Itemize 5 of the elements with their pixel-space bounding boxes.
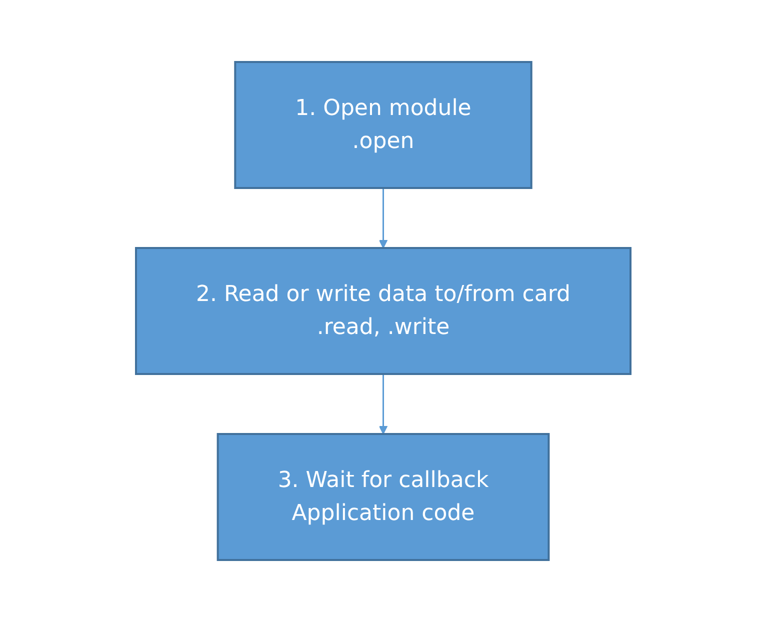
arrow	[379, 374, 388, 434]
arrow	[379, 188, 388, 248]
node-box: 1. Open module .open	[234, 60, 533, 188]
node-box: 3. Wait for callback Application code	[217, 432, 550, 560]
node-box: 2. Read or write data to/from card .read, .write	[135, 246, 632, 374]
